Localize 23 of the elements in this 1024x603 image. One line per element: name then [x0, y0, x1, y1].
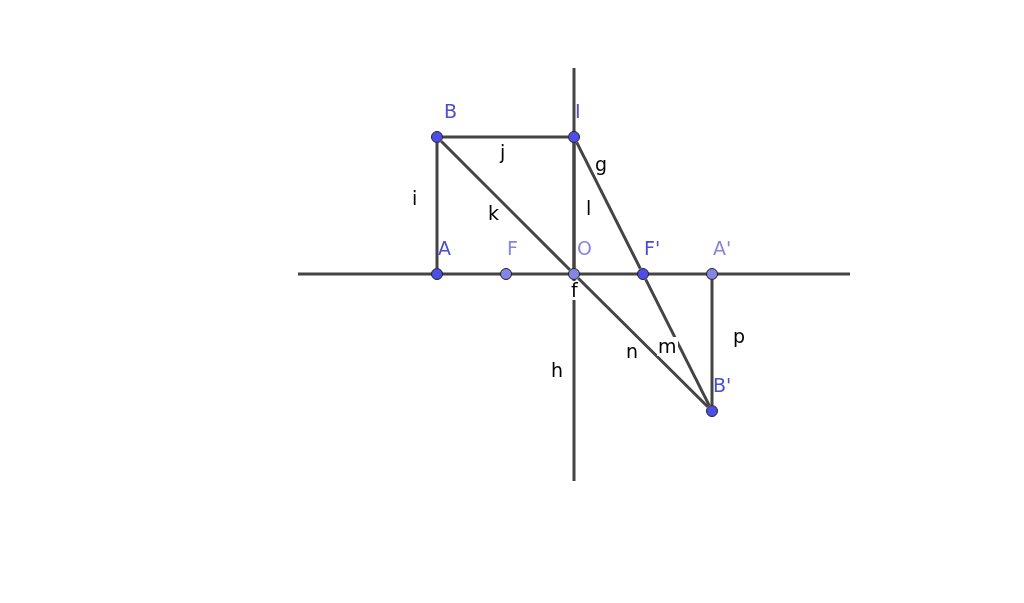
point-label: F	[507, 239, 518, 258]
point-label: F'	[644, 239, 661, 258]
edge-label: m	[657, 337, 678, 356]
line-label: f	[570, 281, 579, 300]
line-segment	[710, 280, 714, 405]
point-label: B'	[713, 376, 732, 395]
point-label: O	[577, 239, 592, 258]
line-segment	[443, 135, 568, 139]
line-label: h	[550, 361, 565, 380]
line-segment	[577, 277, 709, 408]
edge-label: i	[411, 189, 419, 208]
point-label: I	[575, 102, 581, 121]
line-segment	[575, 141, 642, 270]
point-label: B	[444, 102, 458, 121]
edge-label: j	[499, 143, 507, 162]
line-segment	[572, 143, 576, 268]
line-segment	[435, 143, 439, 268]
edge-label: k	[487, 204, 500, 223]
point-label: A'	[713, 239, 732, 258]
point-label: A	[438, 239, 451, 258]
line-segment	[644, 278, 711, 407]
line-segment	[440, 140, 571, 271]
edge-label: l	[585, 199, 593, 218]
